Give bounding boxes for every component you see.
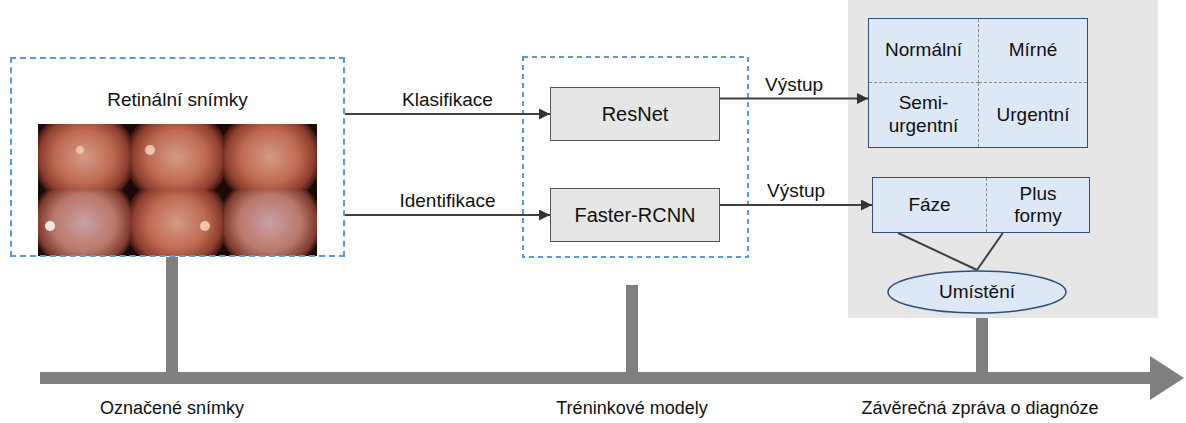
ellipse-shape [888, 271, 1066, 313]
timeline-bar [40, 372, 1160, 384]
retinal-images [32, 109, 322, 271]
arrow-connector [345, 113, 550, 115]
optic-disc [145, 145, 155, 155]
label-text: Fáze [908, 194, 950, 217]
timeline-stem [626, 285, 638, 378]
edge-label: Klasifikace [400, 89, 495, 111]
detection-box: Fáze Plus formy [872, 177, 1090, 233]
node-label: Faster-RCNN [574, 203, 695, 227]
timeline-arrowhead [1150, 356, 1184, 400]
output-panel [848, 0, 1158, 318]
timeline-label: Závěrečná zpráva o diagnóze [861, 398, 1098, 419]
arrow-connector [345, 214, 550, 216]
arrow-connector [720, 98, 868, 100]
timeline-label: Tréninkové modely [556, 398, 707, 419]
timeline-label: Označené snímky [100, 398, 244, 419]
retina-image [38, 190, 131, 256]
class-label: Normální [869, 19, 979, 83]
optic-disc [76, 146, 84, 154]
class-grid: NormálníMírnéSemi- urgentníUrgentní [868, 18, 1088, 148]
input-group-box: Retinální snímky [10, 57, 345, 257]
optic-disc [45, 221, 55, 231]
node-label: Umístění [939, 281, 1015, 304]
retina-image [224, 190, 317, 256]
detection-label: Plus formy [986, 178, 1089, 232]
class-label: Semi- urgentní [869, 83, 979, 147]
retina-image [131, 190, 224, 256]
model-box: ResNet [550, 87, 720, 141]
node-label: ResNet [602, 102, 669, 126]
edge-label: Výstup [765, 180, 827, 202]
node-label: Retinální snímky [107, 89, 247, 112]
edge-label: Identifikace [397, 190, 497, 212]
retina-image [224, 124, 317, 190]
timeline-stem [166, 257, 178, 378]
optic-disc [200, 221, 210, 231]
class-label: Urgentní [979, 83, 1087, 147]
model-group-box [523, 57, 748, 257]
connector-line [898, 233, 977, 270]
detection-label: Fáze [873, 178, 986, 232]
label-text: Plus formy [1005, 183, 1071, 227]
arrow-connector [720, 204, 872, 206]
location-ellipse: Umístění [887, 270, 1067, 314]
edge-label: Výstup [763, 74, 825, 96]
connector-line [977, 233, 1003, 270]
retina-image [131, 124, 224, 190]
timeline-stem [976, 318, 988, 378]
timeline [40, 257, 1184, 400]
class-label: Mírné [979, 19, 1087, 83]
retina-image [38, 124, 131, 190]
model-box: Faster-RCNN [550, 188, 720, 242]
